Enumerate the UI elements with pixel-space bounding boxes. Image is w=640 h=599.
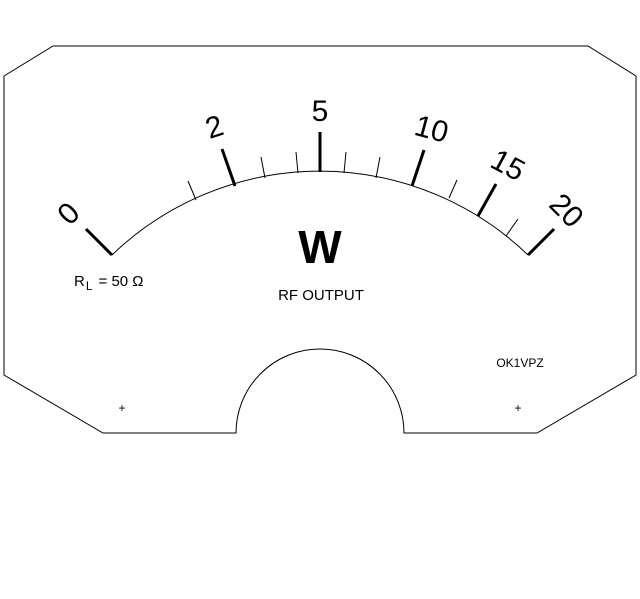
load-value: = 50 Ω bbox=[99, 273, 144, 290]
scale-label-5: 5 bbox=[312, 95, 329, 128]
scale-label-15: 15 bbox=[485, 143, 530, 188]
major-tick-20 bbox=[526, 227, 556, 257]
minor-tick bbox=[260, 156, 266, 179]
meter-plate-outline bbox=[3, 45, 637, 434]
minor-tick bbox=[187, 180, 197, 201]
major-tick-15 bbox=[476, 183, 498, 217]
load-subscript: L bbox=[86, 279, 93, 293]
major-tick-10 bbox=[410, 149, 426, 187]
scale-label-10: 10 bbox=[411, 109, 452, 150]
maker-mark: OK1VPZ bbox=[496, 356, 543, 370]
minor-tick bbox=[505, 218, 519, 237]
major-tick-2 bbox=[220, 148, 237, 187]
mount-mark-left: + bbox=[118, 401, 125, 415]
minor-tick bbox=[375, 156, 381, 179]
scale-label-0: 0 bbox=[51, 196, 86, 231]
rf-output-caption: RF OUTPUT bbox=[278, 287, 364, 304]
unit-label: W bbox=[298, 221, 342, 273]
mount-mark-right: + bbox=[514, 401, 521, 415]
major-tick-0 bbox=[84, 227, 114, 257]
scale-label-20: 20 bbox=[543, 187, 590, 234]
load-symbol: R bbox=[74, 273, 85, 290]
minor-tick bbox=[343, 151, 347, 174]
load-resistance-label: RL = 50 Ω bbox=[74, 273, 144, 293]
minor-tick bbox=[295, 151, 299, 174]
scale-label-2: 2 bbox=[201, 109, 227, 146]
minor-tick bbox=[448, 179, 458, 199]
